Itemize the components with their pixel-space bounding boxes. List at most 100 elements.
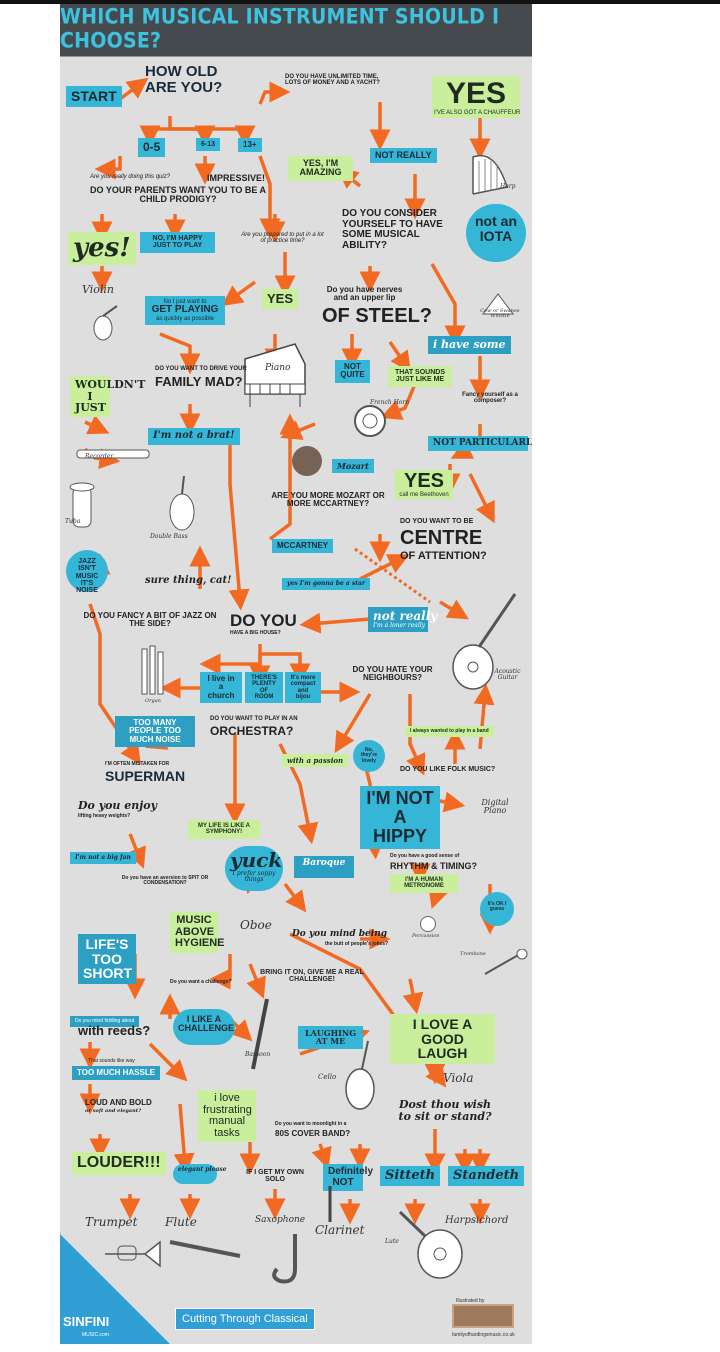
- piano-drawing: [244, 343, 306, 407]
- acoustic-guitar-label: Acoustic Guitar: [494, 668, 521, 682]
- top-border: [0, 0, 720, 4]
- live-church-box: I live in a church: [200, 672, 242, 704]
- loud-bold-question: LOUD AND BOLD: [85, 1098, 152, 1107]
- love-frustrating-box: i love frustrating manual tasks: [198, 1090, 256, 1143]
- cowbell-label: Cow or Swanee Whistle: [480, 308, 520, 320]
- not-particularly-box: NOT PARTICULARLY: [428, 436, 532, 452]
- cowbell-drawing: [482, 293, 514, 315]
- recorder-label: Recorder: [85, 453, 114, 460]
- family-mad-label: FAMILY MAD?: [155, 374, 243, 389]
- sinfini-logo: SINFINI: [63, 1314, 110, 1329]
- sinfini-corner-triangle: [60, 1234, 170, 1344]
- love-good-laugh-box: I LOVE A GOOD LAUGH: [390, 1014, 495, 1065]
- bassoon-drawing: [251, 998, 269, 1070]
- sitteth-box: Sitteth: [380, 1166, 441, 1186]
- not-hippy-box: I'M NOT A HIPPY: [360, 786, 440, 849]
- aversion-spit-question: Do you have an aversion to SPIT OR CONDE…: [121, 875, 209, 887]
- lute-drawing: [398, 1210, 463, 1279]
- yuck-label: yuck: [230, 848, 283, 872]
- cello-drawing: [345, 1040, 375, 1110]
- flute-label: Flute: [165, 1215, 197, 1229]
- get-playing-label: GET PLAYING: [151, 304, 219, 316]
- yes-beethoven-sub: call me Beethoven: [399, 492, 449, 498]
- age-13plus-box: 13+: [238, 138, 262, 153]
- want-challenge-question: Do you want a challenge?: [170, 979, 232, 985]
- mozart-portrait: [292, 446, 322, 476]
- practice-time-question: Are you prepared to put in a lot of prac…: [241, 232, 324, 245]
- yuck-sub: I prefer soppy things: [232, 870, 276, 884]
- mozart-label: Mozart: [332, 459, 374, 474]
- too-much-hassle-pre: That sounds like way: [88, 1058, 135, 1064]
- digital-piano-label: Digital Piano: [481, 798, 509, 816]
- orchestra-pre-label: DO YOU WANT TO PLAY IN AN: [210, 716, 298, 722]
- not-a-brat-box: I'm not a brat!: [148, 428, 240, 445]
- baroque-box: Baroque: [294, 856, 354, 878]
- do-you-sub: HAVE A BIG HOUSE?: [230, 630, 281, 636]
- percussion-label: Percussion: [412, 933, 440, 939]
- violin-label: Violin: [82, 283, 115, 296]
- yes-im-amazing-box: YES, I'M AMAZING: [288, 156, 353, 181]
- fancy-jazz-question: DO YOU FANCY A BIT OF JAZZ ON THE SIDE?: [83, 611, 217, 629]
- centre-label: CENTRE: [400, 527, 483, 549]
- of-attention-label: OF ATTENTION?: [400, 550, 487, 562]
- elegant-please-oval: elegant please: [173, 1164, 227, 1184]
- too-much-hassle-box: TOO MUCH HASSLE: [72, 1066, 161, 1081]
- life-symphony-box: MY LIFE IS LIKE A SYMPHONY!: [188, 820, 260, 839]
- its-ok-circle: It's OK I guess: [480, 892, 514, 926]
- tagline-box: Cutting Through Classical: [175, 1308, 315, 1330]
- bassoon-label: Bassoon: [245, 1051, 271, 1058]
- rhythm-pre-label: Do you have a good sense of: [390, 853, 460, 859]
- hate-neighbours-question: DO YOU HATE YOUR NEIGHBOURS?: [352, 665, 433, 683]
- always-wanted-band-box: I always wanted to play in a band: [405, 726, 494, 738]
- yes-beethoven-label: YES: [403, 470, 445, 492]
- often-mistaken-label: I'M OFTEN MISTAKEN FOR: [105, 761, 170, 767]
- not-really-loner-box: not really I'm a loner really: [368, 607, 437, 632]
- with-reeds-question: with reeds?: [78, 1023, 151, 1038]
- flow-arrows: [79, 77, 501, 1225]
- i-have-some-box: i have some: [428, 336, 511, 354]
- saxophone-drawing: [272, 1234, 297, 1284]
- really-doing-quiz: Are you really doing this quiz?: [90, 174, 171, 180]
- piano-label: Piano: [265, 363, 291, 373]
- musical-ability-question: DO YOU CONSIDER YOURSELF TO HAVE SOME MU…: [342, 208, 443, 251]
- yes-exclaim-box: yes!: [68, 232, 136, 266]
- acoustic-guitar-drawing: [452, 593, 517, 690]
- loud-bold-sub: or soft and elegant?: [85, 1108, 142, 1114]
- centre-pre-label: DO YOU WANT TO BE: [400, 518, 474, 525]
- oboe-label: Oboe: [240, 918, 272, 932]
- yes-big-label: YES: [445, 77, 507, 110]
- boy-band-label: 80S COVER BAND?: [275, 1129, 351, 1138]
- mind-being-sub: the butt of people's jokes?: [325, 941, 389, 947]
- how-old-question: HOW OLD ARE YOU?: [145, 63, 223, 96]
- i-like-challenge-oval: I LIKE A CHALLENGE: [173, 1009, 235, 1045]
- tuba-label: Tuba: [65, 518, 81, 525]
- cello-label: Cello: [318, 1073, 337, 1081]
- percussion-drawing: [420, 916, 436, 932]
- sinfini-logo-sub: MUSIC.com: [82, 1332, 109, 1338]
- compact-box: It's more compact and bijou: [285, 672, 321, 704]
- sponsor-logo: [452, 1304, 514, 1328]
- nerves-question: Do you have nerves and an upper lip: [326, 285, 403, 303]
- yes-practice-box: YES: [262, 289, 299, 309]
- tuba-drawing: [69, 482, 95, 528]
- fancy-composer-question: Fancy yourself as a composer?: [462, 392, 518, 405]
- no-lovely-circle: No, they're lovely: [353, 740, 385, 772]
- mind-being-label: Do you mind being: [292, 929, 388, 939]
- yuck-circle: yuck I prefer soppy things: [225, 846, 283, 891]
- not-really-box: NOT REALLY: [370, 148, 437, 164]
- rhythm-question: RHYTHM & TIMING?: [390, 861, 477, 871]
- enjoy-lifting-sub: lifting heavy weights?: [78, 813, 131, 819]
- viola-label: Viola: [443, 1071, 474, 1085]
- of-steel-label: OF STEEL?: [322, 305, 432, 327]
- clarinet-drawing: [328, 1186, 332, 1222]
- infographic-poster: WHICH MUSICAL INSTRUMENT SHOULD I CHOOSE…: [60, 4, 532, 1344]
- drive-family-question: DO YOU WANT TO DRIVE YOUR: [155, 366, 247, 372]
- unlimited-time-question: DO YOU HAVE UNLIMITED TIME, LOTS OF MONE…: [285, 74, 380, 87]
- sponsor-url: familyofhardingsmusic.co.uk: [452, 1332, 515, 1338]
- superman-label: SUPERMAN: [105, 768, 186, 784]
- moonlight-question: Do you want to moonlight in a: [275, 1121, 347, 1127]
- organ-drawing: [141, 645, 164, 695]
- get-playing-sub: as quickly as possible: [155, 315, 215, 322]
- folk-music-question: DO YOU LIKE FOLK MUSIC?: [400, 766, 496, 773]
- rock-star-box: yes I'm gonna be a star: [282, 578, 371, 591]
